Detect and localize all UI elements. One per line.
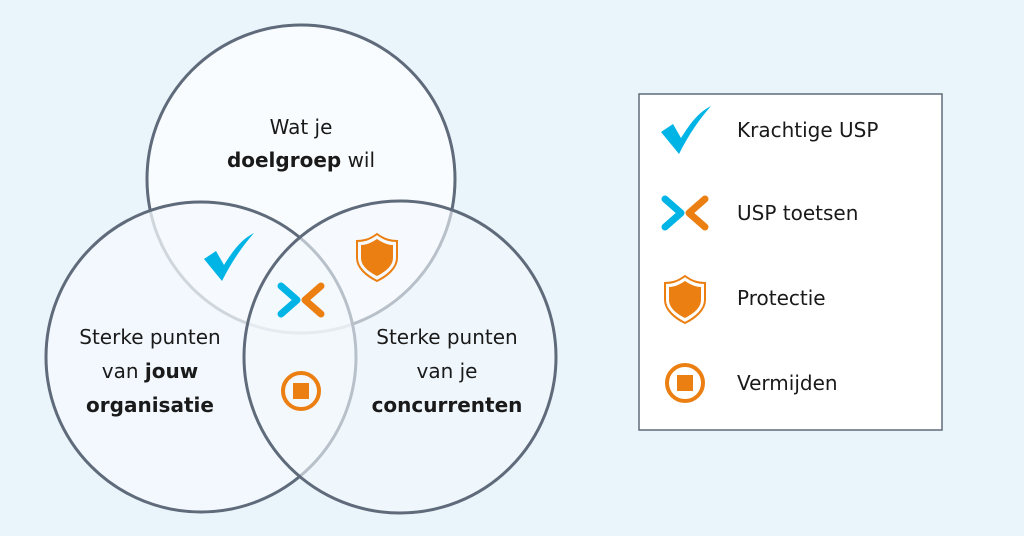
legend: Krachtige USP USP toetsen Protectie Verm… bbox=[638, 93, 943, 431]
legend-label-protectie: Protectie bbox=[737, 286, 826, 310]
right-circle-line3: concurrenten bbox=[372, 393, 523, 417]
legend-label-krachtige-usp: Krachtige USP bbox=[737, 118, 878, 142]
left-rest: van bbox=[102, 359, 145, 383]
right-circle-line1: Sterke punten bbox=[376, 325, 517, 349]
left-circle-line1: Sterke punten bbox=[79, 325, 220, 349]
legend-label-vermijden: Vermijden bbox=[737, 371, 838, 395]
right-circle-line2: van je bbox=[417, 359, 478, 383]
circle-concurrenten bbox=[242, 199, 558, 515]
top-bold: doelgroep bbox=[227, 148, 341, 172]
legend-label-usp-toetsen: USP toetsen bbox=[737, 201, 858, 225]
top-circle-line2: doelgroep wil bbox=[227, 148, 375, 172]
left-circle-line2: van jouw bbox=[102, 359, 198, 383]
top-rest: wil bbox=[341, 148, 375, 172]
left-bold: jouw bbox=[144, 359, 198, 383]
top-circle-line1: Wat je bbox=[270, 115, 333, 139]
left-circle-line3: organisatie bbox=[86, 393, 214, 417]
